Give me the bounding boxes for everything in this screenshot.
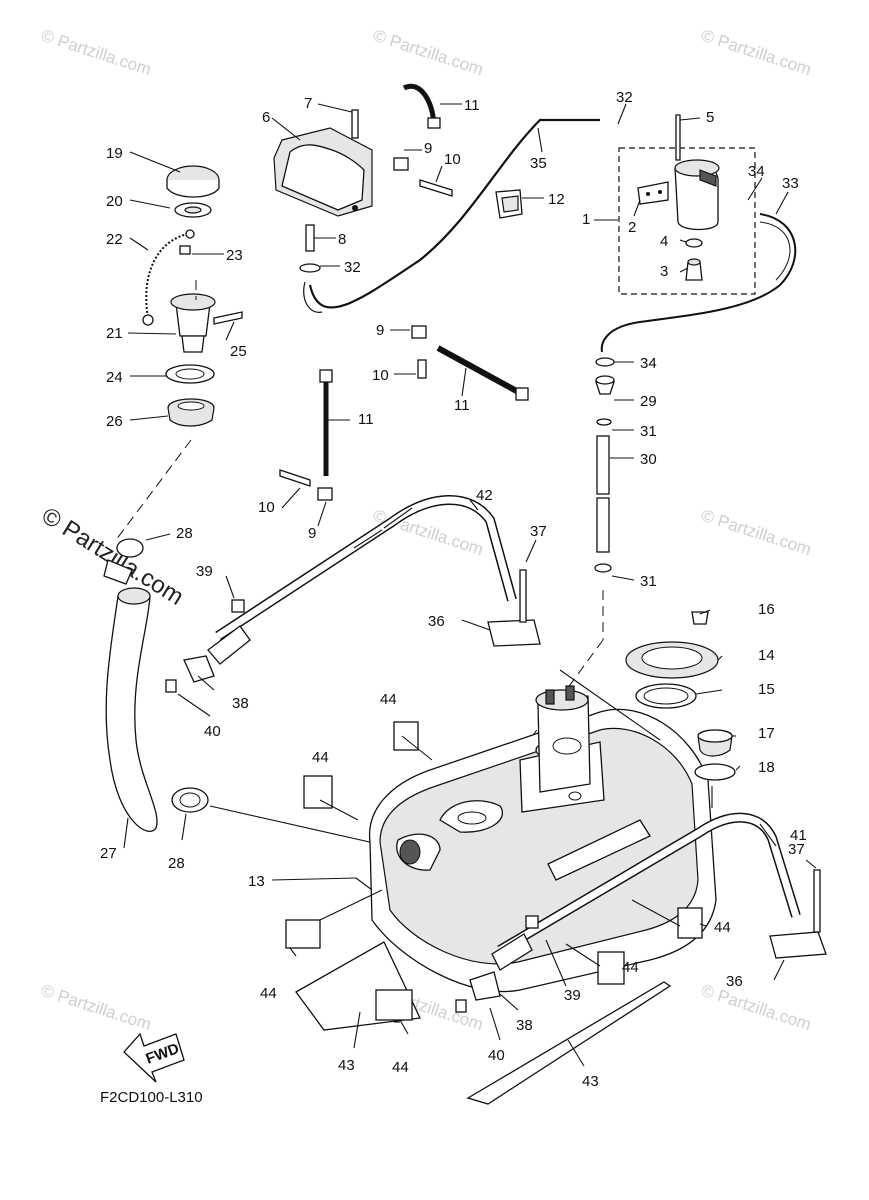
cover-6 bbox=[273, 109, 373, 273]
callout-9b: 9 bbox=[376, 322, 384, 339]
callout-10a: 10 bbox=[444, 151, 461, 168]
callout-36b: 36 bbox=[726, 973, 743, 990]
callout-12: 12 bbox=[548, 191, 565, 208]
callout-24: 24 bbox=[106, 369, 123, 386]
callout-28b: 28 bbox=[168, 855, 185, 872]
callout-4: 4 bbox=[660, 233, 668, 250]
strap-42 bbox=[165, 495, 541, 693]
callout-15: 15 bbox=[758, 681, 775, 698]
callout-43a: 43 bbox=[338, 1057, 355, 1074]
callout-44f: 44 bbox=[714, 919, 731, 936]
callout-13: 13 bbox=[248, 873, 265, 890]
callout-8: 8 bbox=[338, 231, 346, 248]
strap-41 bbox=[455, 812, 827, 1013]
hose-35 bbox=[303, 118, 600, 313]
callout-32a: 32 bbox=[616, 89, 633, 106]
callout-17: 17 bbox=[758, 725, 775, 742]
callout-5: 5 bbox=[706, 109, 714, 126]
callout-9a: 9 bbox=[424, 140, 432, 157]
strap-11-mid bbox=[279, 325, 529, 501]
callout-10c: 10 bbox=[258, 499, 275, 516]
callout-14: 14 bbox=[758, 647, 775, 664]
callout-38a: 38 bbox=[232, 695, 249, 712]
watermark: © Partzilla.com bbox=[371, 26, 486, 79]
callout-19: 19 bbox=[106, 145, 123, 162]
callout-38b: 38 bbox=[516, 1017, 533, 1034]
sender-unit bbox=[535, 611, 736, 808]
clip-12 bbox=[495, 189, 523, 219]
callout-40a: 40 bbox=[204, 723, 221, 740]
fwd-arrow-icon: FWD bbox=[123, 1032, 185, 1083]
callout-27: 27 bbox=[100, 845, 117, 862]
callout-34b: 34 bbox=[640, 355, 657, 372]
vent-line bbox=[477, 357, 615, 811]
callout-21: 21 bbox=[106, 325, 123, 342]
callout-37a: 37 bbox=[530, 523, 547, 540]
callout-44c: 44 bbox=[260, 985, 277, 1002]
callout-44d: 44 bbox=[392, 1059, 409, 1076]
watermark-large: © Partzilla.com bbox=[37, 502, 188, 611]
callout-44b: 44 bbox=[312, 749, 329, 766]
callout-40b: 40 bbox=[488, 1047, 505, 1064]
callout-28a: 28 bbox=[176, 525, 193, 542]
callout-39b: 39 bbox=[564, 987, 581, 1004]
hose-33 bbox=[600, 213, 797, 353]
callout-16: 16 bbox=[758, 601, 775, 618]
callout-33: 33 bbox=[782, 175, 799, 192]
callout-39a: 39 bbox=[196, 563, 213, 580]
callout-22: 22 bbox=[106, 231, 123, 248]
callout-41: 41 bbox=[790, 827, 807, 844]
filler-hose-27 bbox=[103, 538, 397, 849]
watermark: © Partzilla.com bbox=[699, 26, 814, 79]
callout-29: 29 bbox=[640, 393, 657, 410]
callout-18: 18 bbox=[758, 759, 775, 776]
pads bbox=[285, 721, 703, 1105]
callout-6: 6 bbox=[262, 109, 270, 126]
callout-36a: 36 bbox=[428, 613, 445, 630]
callout-2: 2 bbox=[628, 219, 636, 236]
watermark: © Partzilla.com bbox=[699, 981, 814, 1034]
callout-44a: 44 bbox=[380, 691, 397, 708]
callout-42: 42 bbox=[476, 487, 493, 504]
callout-25: 25 bbox=[230, 343, 247, 360]
callout-3: 3 bbox=[660, 263, 668, 280]
filler-cap-assembly bbox=[115, 165, 243, 541]
callout-26: 26 bbox=[106, 413, 123, 430]
callout-9c: 9 bbox=[308, 525, 316, 542]
callout-11c: 11 bbox=[358, 411, 374, 428]
watermark: © Partzilla.com bbox=[371, 506, 486, 559]
callout-34a: 34 bbox=[748, 163, 765, 180]
watermark: © Partzilla.com bbox=[39, 26, 154, 79]
callout-31a: 31 bbox=[640, 423, 657, 440]
callout-44e: 44 bbox=[622, 959, 639, 976]
leader-lines bbox=[123, 103, 817, 1067]
callout-31b: 31 bbox=[640, 573, 657, 590]
fuel-filter bbox=[637, 114, 720, 281]
callout-11b: 11 bbox=[454, 397, 470, 414]
diagram-code: F2CD100-L310 bbox=[100, 1089, 203, 1106]
watermark: © Partzilla.com bbox=[39, 981, 154, 1034]
callout-32b: 32 bbox=[344, 259, 361, 276]
callout-1: 1 bbox=[582, 211, 590, 228]
callout-35: 35 bbox=[530, 155, 547, 172]
watermark: © Partzilla.com bbox=[699, 506, 814, 559]
strap-11-top bbox=[393, 83, 453, 197]
callout-11a: 11 bbox=[464, 97, 480, 114]
callout-37b: 37 bbox=[788, 841, 805, 858]
callout-43b: 43 bbox=[582, 1073, 599, 1090]
callout-10b: 10 bbox=[372, 367, 389, 384]
callout-7: 7 bbox=[304, 95, 312, 112]
filter-assembly-box bbox=[618, 147, 756, 295]
callout-23: 23 bbox=[226, 247, 243, 264]
callout-20: 20 bbox=[106, 193, 123, 210]
callout-30: 30 bbox=[640, 451, 657, 468]
callout-numbers: 1 2 3 4 5 6 7 8 9 9 9 10 10 10 11 11 11 … bbox=[100, 89, 807, 1090]
